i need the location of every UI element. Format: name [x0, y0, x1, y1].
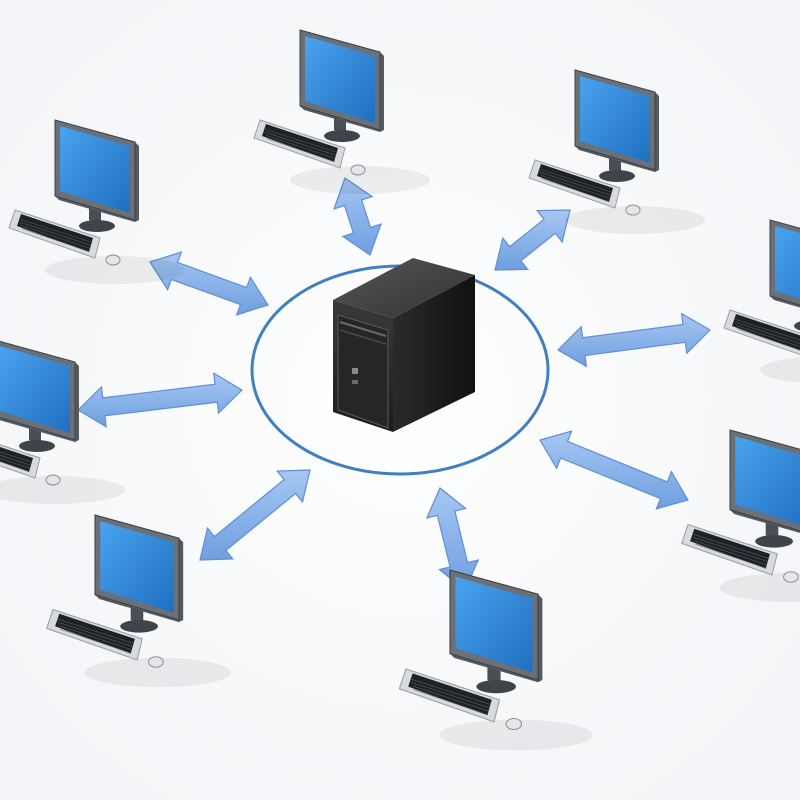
desktop-computer-icon	[253, 29, 430, 194]
desktop-computer-icon	[8, 119, 185, 284]
arrow-top-left	[149, 251, 269, 316]
screen	[60, 126, 130, 213]
arrow-left	[77, 372, 243, 428]
arrow-bottom	[425, 487, 480, 591]
arrow-bottom-left	[199, 469, 311, 561]
arrow-right	[557, 312, 711, 368]
arrow-top	[333, 177, 382, 256]
mouse	[45, 474, 61, 486]
screen	[580, 76, 650, 163]
arrow-top-right	[494, 209, 571, 271]
desktop-computer-icon	[528, 69, 705, 234]
server-tower-icon	[333, 258, 475, 432]
mouse	[783, 571, 799, 583]
mouse	[350, 164, 366, 176]
connection-arrows	[77, 177, 711, 591]
screen	[735, 436, 800, 525]
mouse	[148, 656, 164, 668]
desktop-computer-icon	[0, 340, 125, 504]
screen	[305, 36, 375, 123]
screen	[0, 346, 70, 433]
screen	[100, 521, 174, 613]
desktop-computer-icon	[681, 429, 800, 603]
screen	[455, 576, 533, 673]
arrow-bottom-right	[539, 430, 689, 510]
desktop-computer-icon	[398, 569, 593, 751]
mouse	[105, 254, 121, 266]
desktop-computer-icon	[723, 219, 800, 383]
screen	[775, 226, 800, 299]
client-workstations	[0, 29, 800, 751]
desktop-computer-icon	[46, 514, 232, 688]
mouse	[505, 717, 523, 731]
mouse	[625, 204, 641, 216]
